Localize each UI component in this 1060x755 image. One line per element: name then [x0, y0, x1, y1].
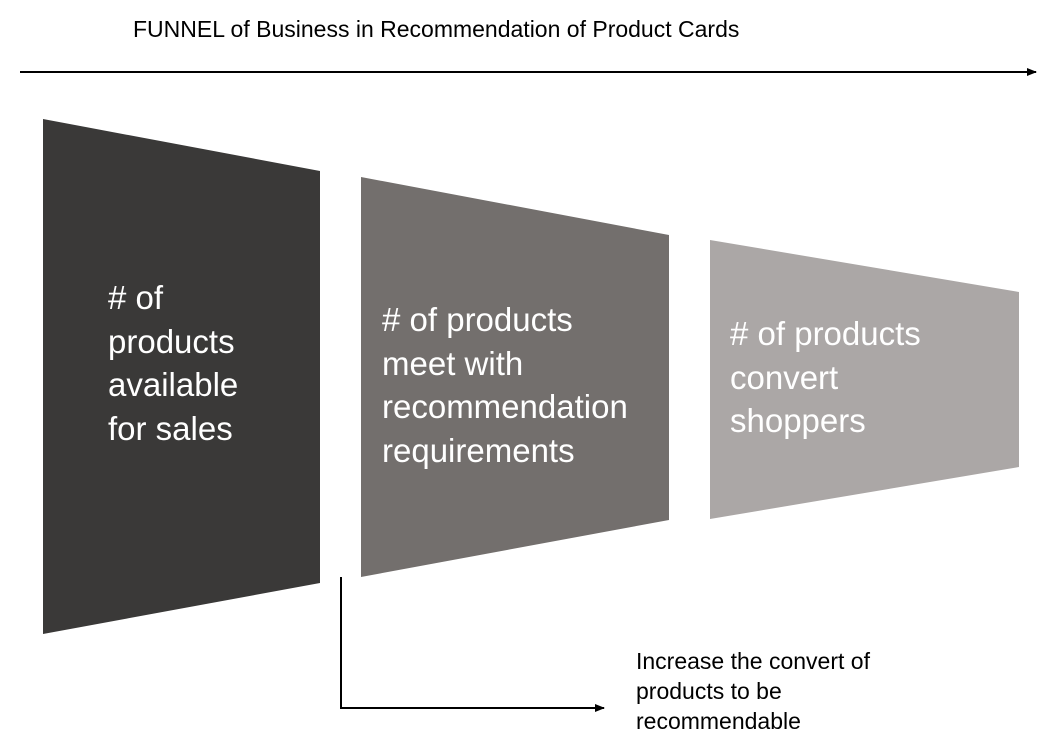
stage-3-label: # of products convert shoppers [730, 315, 921, 439]
stage-2-trapezoid [361, 177, 669, 577]
elbow-arrow [340, 577, 605, 712]
stage-3-trapezoid [710, 240, 1019, 519]
stage-2-label: # of products meet with recommendation r… [382, 301, 628, 469]
stage-1-trapezoid [43, 119, 320, 634]
improvement-note: Increase the convert of products to be r… [636, 648, 870, 734]
diagram-title: FUNNEL of Business in Recommendation of … [133, 16, 740, 42]
stage-1-label: # of products available for sales [108, 279, 239, 447]
